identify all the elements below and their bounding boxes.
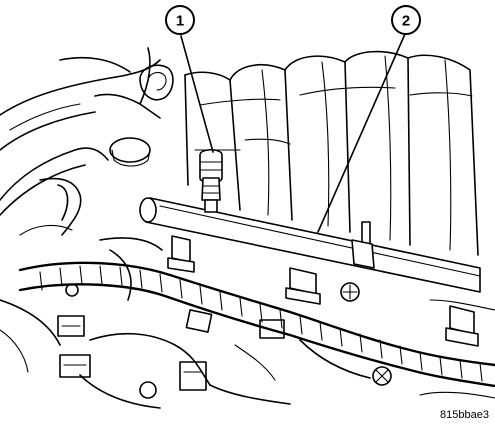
intake-manifold bbox=[184, 50, 479, 256]
callout-2: 2 bbox=[391, 5, 421, 35]
engine-background bbox=[0, 47, 174, 236]
leader-line-2 bbox=[317, 33, 406, 233]
leader-line-1 bbox=[180, 35, 214, 153]
injector-connectors bbox=[57, 235, 479, 399]
figure-id: 815bbae3 bbox=[440, 409, 489, 421]
callout-1-label: 1 bbox=[176, 13, 184, 30]
callout-2-circle bbox=[391, 5, 421, 35]
fuel-rail bbox=[139, 197, 481, 302]
fuel-pressure-sensor bbox=[199, 148, 223, 213]
callout-1: 1 bbox=[165, 5, 195, 35]
callout-1-circle bbox=[165, 5, 195, 35]
callout-2-label: 2 bbox=[402, 13, 410, 30]
wiring-harness bbox=[0, 237, 495, 409]
